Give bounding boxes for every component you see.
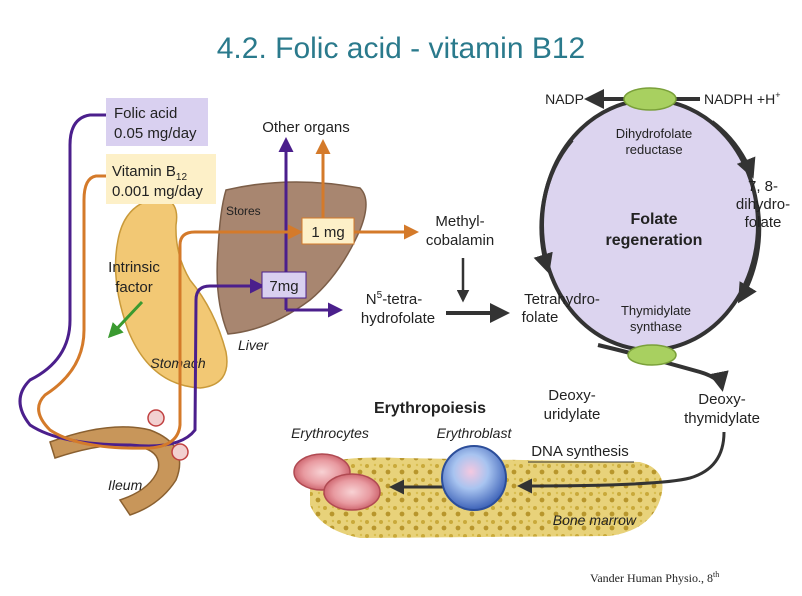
folate-regeneration-label-2: regeneration <box>606 232 703 249</box>
nadp-label: NADP <box>545 91 584 107</box>
n5-thf-label-2: hydrofolate <box>361 310 435 327</box>
dtmp-to-dna-arrow <box>517 431 726 494</box>
intrinsic-factor-label-2: factor <box>115 279 153 296</box>
dna-synthesis-label: DNA synthesis <box>531 443 629 460</box>
thf-label-2: folate <box>522 309 559 326</box>
n5-thf-label-1: N5-tetra- <box>366 290 422 308</box>
dihydrofolate-label-1: 7, 8- <box>748 178 778 195</box>
bone-marrow-label: Bone marrow <box>553 512 637 528</box>
folate-store-box <box>261 271 307 299</box>
dhfr-enzyme-icon <box>623 87 677 111</box>
cycle-arrow-right <box>737 209 762 304</box>
citation: Vander Human Physio., 8th <box>590 570 719 585</box>
deoxythymidylate-label-2: thymidylate <box>684 410 760 427</box>
vitamin-b12-box <box>106 154 216 204</box>
folic-acid-label-1: Folic acid <box>114 105 177 122</box>
intrinsic-factor-label-1: Intrinsic <box>108 259 160 276</box>
cycle-arrow-top-right <box>710 120 756 179</box>
folic-acid-box <box>106 98 208 146</box>
thymidylate-synthase-enzyme-icon <box>627 344 677 366</box>
dump-to-dtmp-arrow <box>597 343 729 392</box>
deoxythymidylate-label-1: Deoxy- <box>698 391 746 408</box>
vitamin-b12-label-2: 0.001 mg/day <box>112 183 203 200</box>
folate-store-label: 7mg <box>269 278 298 295</box>
folate-regeneration-label-1: Folate <box>630 211 677 228</box>
intrinsic-factor-arrow <box>107 300 144 339</box>
erythrocytes-label: Erythrocytes <box>291 425 369 441</box>
deoxyuridylate-label-2: uridylate <box>544 406 601 423</box>
vitamin-b12-label-1: Vitamin B12 <box>112 163 187 183</box>
thymidylate-synthase-label-2: synthase <box>630 319 682 334</box>
methylcobalamin-label-1: Methyl- <box>435 213 484 230</box>
liver-label: Liver <box>238 337 270 353</box>
thf-label-1: Tetrahydro- <box>524 291 600 308</box>
b12-store-label: 1 mg <box>311 224 344 241</box>
slide-title: 4.2. Folic acid - vitamin B12 <box>217 32 585 65</box>
ileum-label: Ileum <box>108 477 143 493</box>
nadph-label: NADPH +H+ <box>704 90 780 107</box>
folate-transport-path <box>18 113 265 448</box>
stores-label: Stores <box>226 204 261 218</box>
erythroblast-label: Erythroblast <box>437 425 513 441</box>
b12-store-box <box>301 217 355 245</box>
other-organs-label: Other organs <box>262 119 350 136</box>
erythroblast-icon <box>441 445 507 511</box>
thymidylate-synthase-label-1: Thymidylate <box>621 303 691 318</box>
dihydrofolate-label-2: dihydro- <box>736 196 790 213</box>
receptor-icon-1 <box>147 409 165 427</box>
dhfr-label-2: reductase <box>625 142 682 157</box>
stomach-label: Stomach <box>150 355 205 371</box>
erythrocyte-icon-2 <box>323 473 381 511</box>
b12-transport-path <box>37 174 303 450</box>
erythropoiesis-label: Erythropoiesis <box>374 400 486 417</box>
dihydrofolate-label-3: folate <box>745 214 782 231</box>
methylcobalamin-label-2: cobalamin <box>426 232 494 249</box>
cycle-arrow-left <box>533 138 574 274</box>
deoxyuridylate-label-1: Deoxy- <box>548 387 596 404</box>
receptor-icon-2 <box>171 443 189 461</box>
dhfr-label-1: Dihydrofolate <box>616 126 693 141</box>
folic-acid-label-2: 0.05 mg/day <box>114 125 197 142</box>
